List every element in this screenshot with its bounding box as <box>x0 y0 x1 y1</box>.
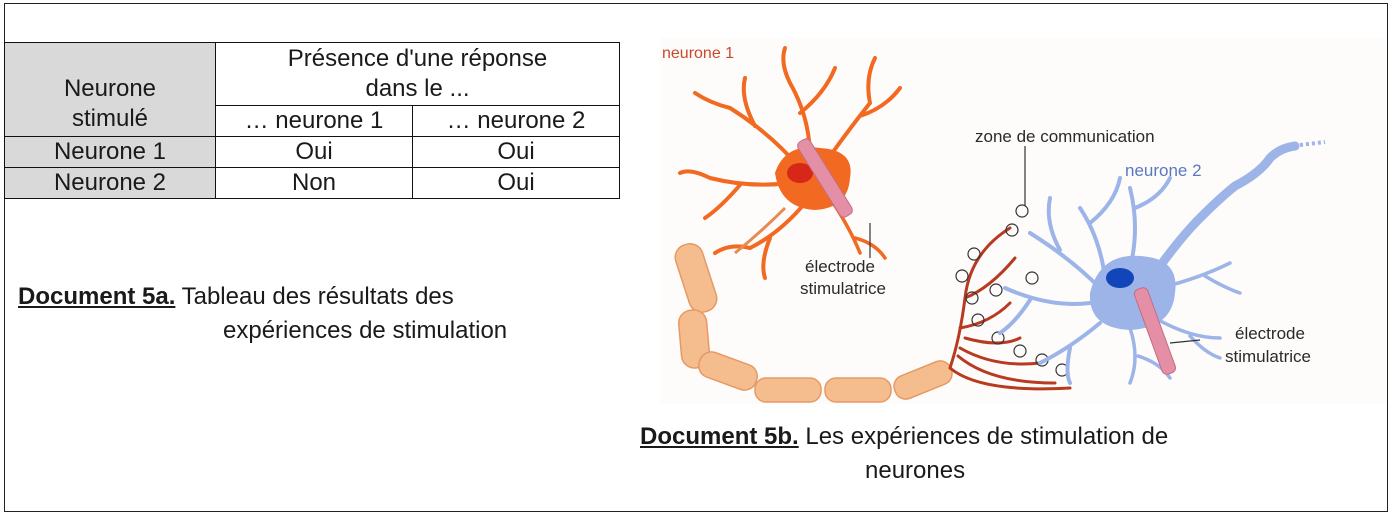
label-neurone2: neurone 2 <box>1125 161 1202 180</box>
cell-response-n2: Oui <box>413 168 620 199</box>
neurone2-axon-end <box>1300 142 1325 145</box>
cell-response-n1: Non <box>216 168 413 199</box>
neurone2-nucleus <box>1106 268 1134 288</box>
axon <box>672 208 955 402</box>
header-presence-line1: Présence d'une réponse <box>216 44 619 74</box>
label-electrode1-line1: électrode <box>805 257 875 276</box>
row-label: Neurone 1 <box>5 137 216 168</box>
caption-line1: Les expériences de stimulation de <box>805 423 1168 450</box>
label-electrode2-line1: électrode <box>1235 324 1305 343</box>
table-row: Neurone 1 Oui Oui <box>5 137 620 168</box>
label-electrode2-line2: stimulatrice <box>1225 347 1311 366</box>
caption-line2: neurones <box>640 454 1360 488</box>
table-row: Neurone 2 Non Oui <box>5 168 620 199</box>
label-neurone1: neurone 1 <box>662 45 734 62</box>
caption-line2: expériences de stimulation <box>18 314 618 348</box>
caption-document-5a: Document 5a. Tableau des résultats des e… <box>18 280 618 348</box>
results-table: Neurone stimulé Présence d'une réponse d… <box>4 42 620 199</box>
subheader-neurone-2: … neurone 2 <box>413 106 620 137</box>
header-presence-line2: dans le ... <box>216 74 619 104</box>
subheader-neurone-1: … neurone 1 <box>216 106 413 137</box>
table-header-row: Neurone stimulé Présence d'une réponse d… <box>5 43 620 106</box>
header-neurone-line1: Neurone <box>5 74 215 104</box>
caption-label: Document 5a. <box>18 283 175 310</box>
caption-label: Document 5b. <box>640 423 799 450</box>
cell-response-n2: Oui <box>413 137 620 168</box>
neuron-diagram-svg: neurone 1 zone de communication neurone … <box>660 38 1386 404</box>
header-neurone-stimule: Neurone stimulé <box>5 43 216 137</box>
caption-line1: Tableau des résultats des <box>182 283 454 310</box>
label-electrode1-line2: stimulatrice <box>800 279 886 298</box>
header-neurone-line2: stimulé <box>5 104 215 134</box>
caption-document-5b: Document 5b. Les expériences de stimulat… <box>640 420 1360 488</box>
row-label: Neurone 2 <box>5 168 216 199</box>
header-presence: Présence d'une réponse dans le ... <box>216 43 620 106</box>
label-zone-communication: zone de communication <box>975 127 1155 146</box>
cell-response-n1: Oui <box>216 137 413 168</box>
neuron-diagram: neurone 1 zone de communication neurone … <box>660 38 1386 404</box>
